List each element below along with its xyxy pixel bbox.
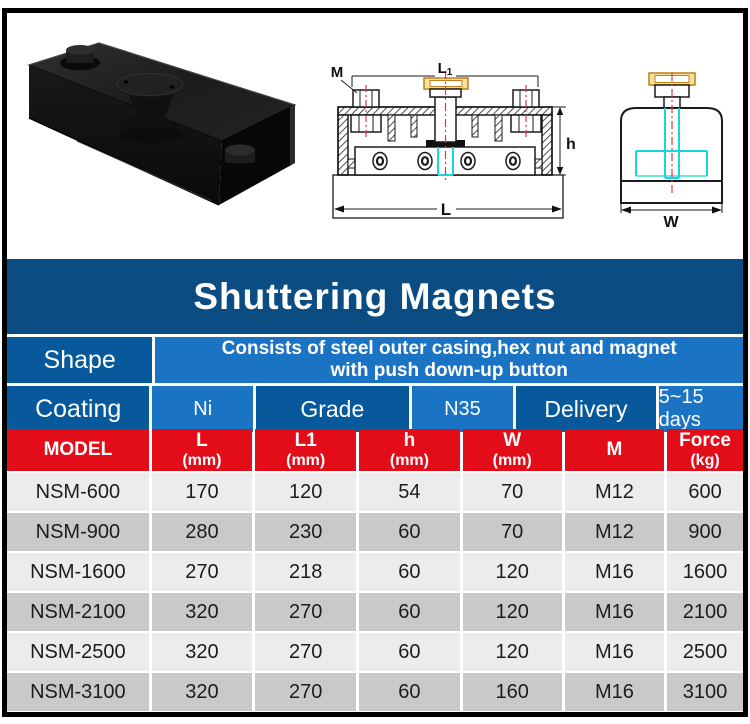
countersunk-holes [372, 151, 521, 171]
col-header-l1: L1(mm) [255, 429, 357, 471]
dim-label-h: h [566, 136, 576, 153]
delivery-value: 5~15 days [658, 386, 743, 432]
dimension-h: h [552, 106, 576, 176]
table-row: NSM-900 280 230 60 70 M12 900 [7, 513, 743, 551]
dim-label-l: L [441, 200, 451, 219]
col-header-model: MODEL [7, 429, 149, 471]
shape-value: Consists of steel outer casing,hex nut a… [155, 337, 743, 383]
title-banner: Shuttering Magnets [7, 259, 743, 334]
push-button [116, 73, 184, 143]
page-title: Shuttering Magnets [193, 275, 557, 317]
model-cell: NSM-1600 [7, 553, 149, 591]
table-row: NSM-3100 320 270 60 160 M16 3100 [7, 673, 743, 711]
coating-row: Coating Ni Grade N35 Delivery 5~15 days [7, 386, 743, 432]
model-cell: NSM-2500 [7, 633, 149, 671]
dimension-l: L [334, 200, 562, 219]
dimension-l1: L1 [351, 60, 539, 87]
coating-label: Coating [7, 386, 150, 432]
hex-bolt-front [219, 144, 261, 171]
col-header-l: L(mm) [151, 429, 253, 471]
image-frame: L1 M L [2, 8, 748, 717]
shape-label: Shape [7, 337, 153, 383]
dim-label-l1: L [438, 60, 447, 77]
dim-label-w: W [663, 214, 679, 231]
shape-value-line1: Consists of steel outer casing,hex nut a… [221, 338, 677, 359]
svg-text:L1: L1 [438, 60, 453, 78]
table-row: NSM-1600 270 218 60 120 M16 1600 [7, 553, 743, 591]
side-view-drawing: W [620, 72, 723, 231]
dim-label-l1-sub: 1 [447, 67, 453, 78]
grade-label: Grade [256, 386, 409, 432]
hero-section: L1 M L [7, 13, 743, 259]
col-header-h: h(mm) [359, 429, 460, 471]
coating-value: Ni [152, 386, 254, 432]
table-row: NSM-2500 320 270 60 120 M16 2500 [7, 633, 743, 671]
product-photo [27, 42, 297, 206]
hero-graphics: L1 M L [27, 42, 723, 231]
model-cell: NSM-900 [7, 513, 149, 551]
thread-callout: M [331, 64, 358, 94]
col-header-m: M [564, 429, 665, 471]
section-bolt-left [350, 85, 382, 139]
grade-value: N35 [411, 386, 514, 432]
shape-row: Shape Consists of steel outer casing,hex… [7, 337, 743, 383]
delivery-label: Delivery [516, 386, 656, 432]
col-header-force: Force(kg) [667, 429, 743, 471]
hex-bolt-rear [60, 45, 100, 71]
thread-label-m: M [331, 64, 344, 81]
shape-value-line2: with push down-up button [330, 360, 568, 381]
spec-header-row: MODEL L(mm) L1(mm) h(mm) W(mm) M Force(k… [7, 429, 743, 471]
section-bolt-right [510, 85, 542, 139]
model-cell: NSM-2100 [7, 593, 149, 631]
dimension-w: W [620, 203, 723, 231]
table-row: NSM-2100 320 270 60 120 M16 2100 [7, 593, 743, 631]
model-cell: NSM-3100 [7, 673, 149, 711]
model-cell: NSM-600 [7, 473, 149, 511]
front-view-drawing: L1 M L [331, 60, 576, 219]
col-header-w: W(mm) [462, 429, 562, 471]
table-row: NSM-600 170 120 54 70 M12 600 [7, 473, 743, 511]
